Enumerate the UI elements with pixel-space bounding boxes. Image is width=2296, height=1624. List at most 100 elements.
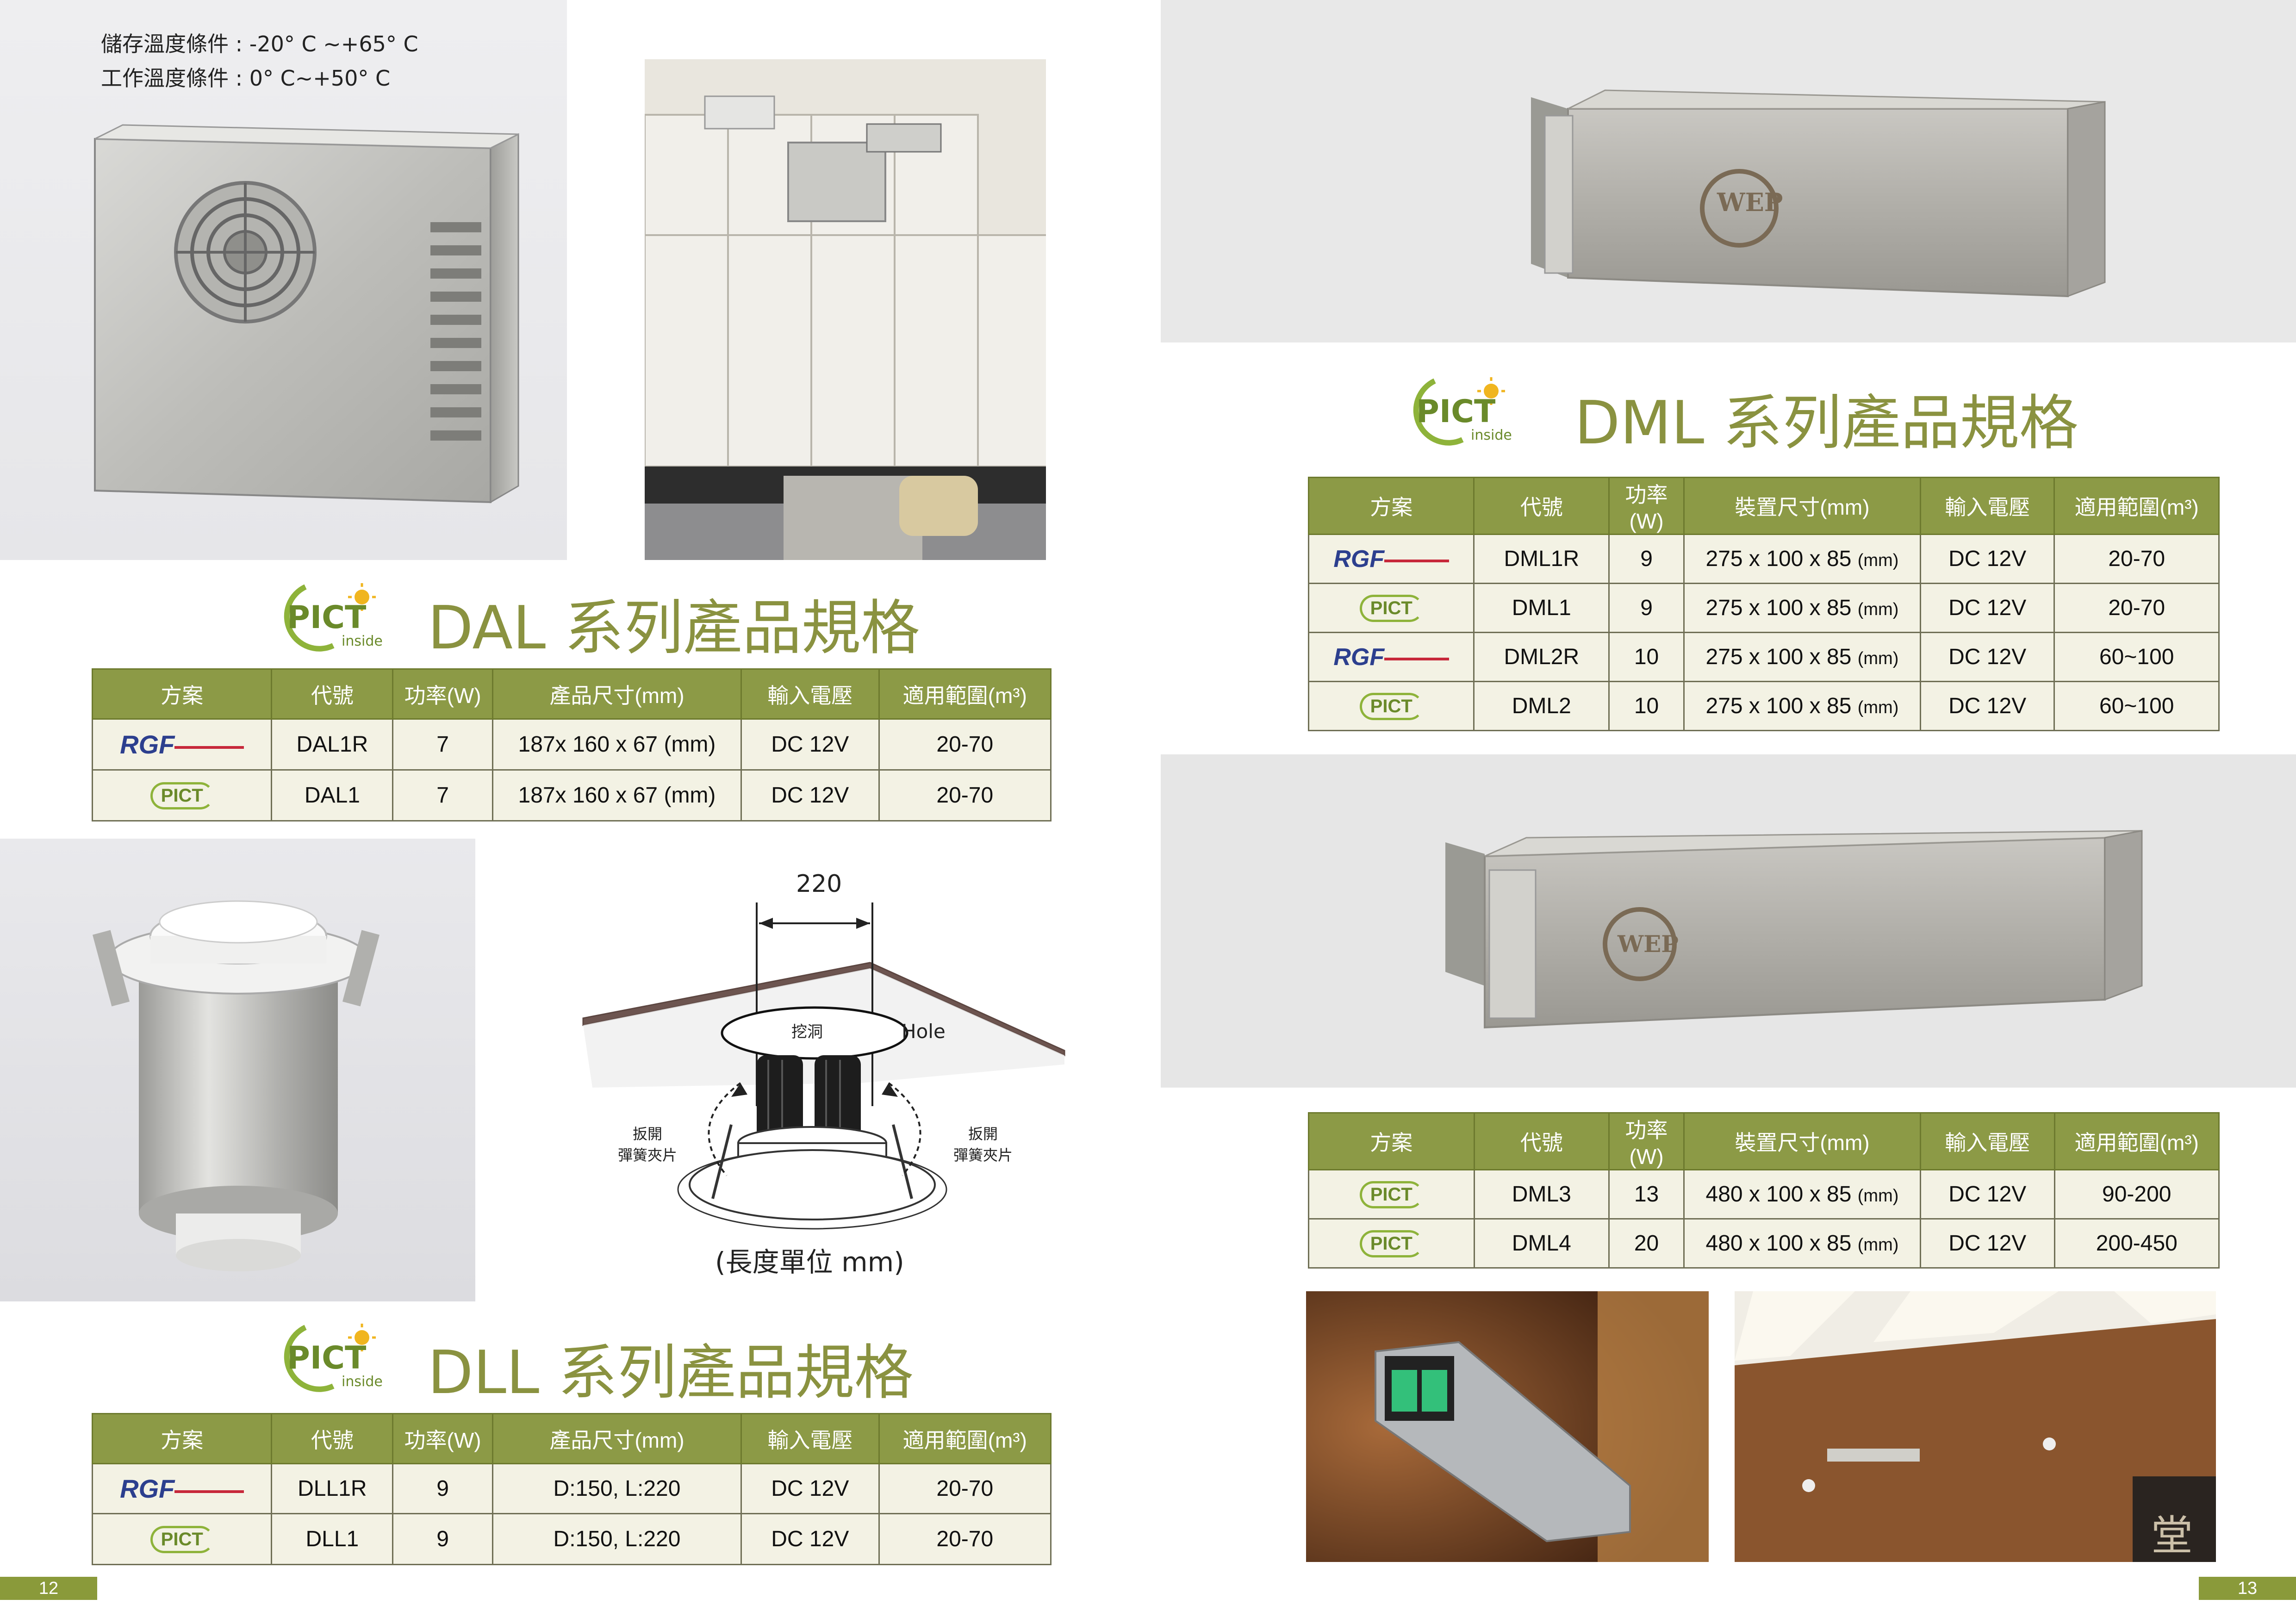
header-size: 產品尺寸(mm) xyxy=(492,1413,742,1464)
cell-size: 275 x 100 x 85 (mm) xyxy=(1683,583,1921,633)
size-value: 275 x 100 x 85 xyxy=(1705,547,1852,571)
cell-code: DLL1R xyxy=(271,1463,394,1514)
cell-size: 275 x 100 x 85 (mm) xyxy=(1683,681,1921,731)
rgf-logo: RGF xyxy=(1333,545,1385,572)
cell-range: 20-70 xyxy=(878,769,1052,821)
clip-label-line: 扳開 xyxy=(633,1125,663,1143)
page-number-right: 13 xyxy=(2199,1577,2296,1600)
size-unit: (mm) xyxy=(1857,698,1899,717)
product-emblem: WEP xyxy=(1717,187,1783,217)
installation-diagram: 220 挖洞 Hole 扳開 彈簧夾片 扳開 彈簧夾片 (長度單位 mm) xyxy=(574,865,1069,1282)
table-row: PICT DML4 20 480 x 100 x 85 (mm) DC 12V … xyxy=(1308,1218,2220,1269)
header-size: 產品尺寸(mm) xyxy=(492,668,742,720)
working-temperature: 工作溫度條件 : 0° C~+50° C xyxy=(101,66,391,91)
cell-power: 13 xyxy=(1608,1169,1685,1220)
header-size: 裝置尺寸(mm) xyxy=(1683,477,1921,535)
header-power: 功率(W) xyxy=(1608,1112,1685,1170)
cell-code: DML1 xyxy=(1473,583,1610,633)
rgf-logo-cell: RGF xyxy=(91,718,273,771)
pict-logo-subtext: inside xyxy=(342,633,383,649)
cell-power: 9 xyxy=(1608,583,1685,633)
rgf-logo-stripe xyxy=(1384,657,1450,660)
rgf-logo-cell: RGF xyxy=(1307,632,1475,682)
dml-spec-table: 方案 代號 功率(W) 裝置尺寸(mm) 輸入電壓 適用範圍(m³) RGF D… xyxy=(1307,477,2220,731)
dml-short-product-photo xyxy=(1161,0,2296,342)
cell-power: 7 xyxy=(392,769,493,821)
rgf-logo-cell: RGF xyxy=(91,1463,273,1514)
pict-logo-text: PICT xyxy=(1416,393,1496,430)
ceiling-installation-photo: 堂 xyxy=(1735,1291,2216,1562)
table-row: PICT DAL1 7 187x 160 x 67 (mm) DC 12V 20… xyxy=(91,769,1052,821)
cell-code: DML1R xyxy=(1473,534,1610,584)
header-power: 功率(W) xyxy=(392,668,493,720)
cell-power: 9 xyxy=(1608,534,1685,584)
cell-code: DLL1 xyxy=(271,1513,394,1565)
clip-label-line: 彈簧夾片 xyxy=(618,1146,678,1164)
cell-size: 275 x 100 x 85 (mm) xyxy=(1683,534,1921,584)
header-voltage: 輸入電壓 xyxy=(740,1413,880,1464)
size-value: 275 x 100 x 85 xyxy=(1705,645,1852,669)
cell-power: 20 xyxy=(1608,1218,1685,1269)
pict-logo-dal: PICT inside xyxy=(264,579,389,654)
wall-installation-photo xyxy=(1306,1291,1709,1562)
table-row: PICT DLL1 9 D:150, L:220 DC 12V 20-70 xyxy=(91,1513,1052,1565)
header-code: 代號 xyxy=(1473,477,1610,535)
cell-voltage: DC 12V xyxy=(740,718,880,771)
rgf-logo-cell: RGF xyxy=(1307,534,1475,584)
rgf-logo: RGF xyxy=(120,730,175,759)
cell-power: 10 xyxy=(1608,681,1685,731)
pict-small-logo: PICT xyxy=(150,782,214,809)
cell-size: 187x 160 x 67 (mm) xyxy=(492,769,742,821)
table-row: RGF DML1R 9 275 x 100 x 85 (mm) DC 12V 2… xyxy=(1307,534,2220,584)
header-power: 功率(W) xyxy=(392,1413,493,1464)
header-code: 代號 xyxy=(271,668,394,720)
clip-label-line: 彈簧夾片 xyxy=(953,1146,1013,1164)
cell-size: D:150, L:220 xyxy=(492,1463,742,1514)
size-value: 480 x 100 x 85 xyxy=(1705,1182,1852,1207)
dml-section-title: DML 系列產品規格 xyxy=(1574,389,2079,458)
pict-small-logo: PICT xyxy=(1359,1230,1423,1257)
header-range: 適用範圍(m³) xyxy=(878,1413,1052,1464)
pict-small-logo: PICT xyxy=(150,1525,214,1553)
cell-voltage: DC 12V xyxy=(740,1513,880,1565)
pict-logo-cell: PICT xyxy=(1308,1218,1475,1269)
table-row: PICT DML3 13 480 x 100 x 85 (mm) DC 12V … xyxy=(1308,1169,2220,1220)
unit-note: (長度單位 mm) xyxy=(715,1246,904,1278)
cell-code: DML2R xyxy=(1473,632,1610,682)
cell-size: 480 x 100 x 85 (mm) xyxy=(1683,1169,1922,1220)
header-size: 裝置尺寸(mm) xyxy=(1683,1112,1922,1170)
pict-logo-subtext: inside xyxy=(1471,427,1512,443)
hole-label-en: Hole xyxy=(902,1020,946,1043)
header-range: 適用範圍(m³) xyxy=(2053,477,2220,535)
rgf-logo-stripe xyxy=(1384,559,1450,562)
dimension-label: 220 xyxy=(796,870,842,898)
cell-range: 20-70 xyxy=(878,1513,1052,1565)
pict-logo-subtext: inside xyxy=(342,1374,383,1390)
header-scheme: 方案 xyxy=(1308,1112,1475,1170)
dll-spec-table: 方案 代號 功率(W) 產品尺寸(mm) 輸入電壓 適用範圍(m³) RGF D… xyxy=(91,1413,1052,1565)
table-row: PICT DML2 10 275 x 100 x 85 (mm) DC 12V … xyxy=(1307,681,2220,731)
header-scheme: 方案 xyxy=(91,1413,273,1464)
size-unit: (mm) xyxy=(1857,551,1899,570)
clip-label-line: 扳開 xyxy=(968,1125,998,1143)
dml-long-spec-table: 方案 代號 功率(W) 裝置尺寸(mm) 輸入電壓 適用範圍(m³) PICT … xyxy=(1308,1112,2220,1269)
dll-product-photo xyxy=(0,839,475,1301)
sign-glyph: 堂 xyxy=(2151,1512,2193,1560)
size-value: 480 x 100 x 85 xyxy=(1705,1231,1852,1256)
cell-range: 60~100 xyxy=(2053,632,2220,682)
header-code: 代號 xyxy=(1473,1112,1610,1170)
pict-logo-dml: PICT inside xyxy=(1393,373,1518,448)
cell-code: DML2 xyxy=(1473,681,1610,731)
size-unit: (mm) xyxy=(1857,600,1899,619)
cell-size: 480 x 100 x 85 (mm) xyxy=(1683,1218,1922,1269)
dll-section-title: DLL 系列產品規格 xyxy=(428,1338,914,1407)
header-voltage: 輸入電壓 xyxy=(740,668,880,720)
cell-range: 90-200 xyxy=(2053,1169,2220,1220)
table-row: RGF DLL1R 9 D:150, L:220 DC 12V 20-70 xyxy=(91,1463,1052,1514)
pict-logo-text: PICT xyxy=(287,599,367,636)
cell-power: 9 xyxy=(392,1463,493,1514)
product-emblem: WEP xyxy=(1618,930,1679,958)
cell-voltage: DC 12V xyxy=(1920,1169,2055,1220)
cell-code: DAL1R xyxy=(271,718,394,771)
cell-voltage: DC 12V xyxy=(740,1463,880,1514)
